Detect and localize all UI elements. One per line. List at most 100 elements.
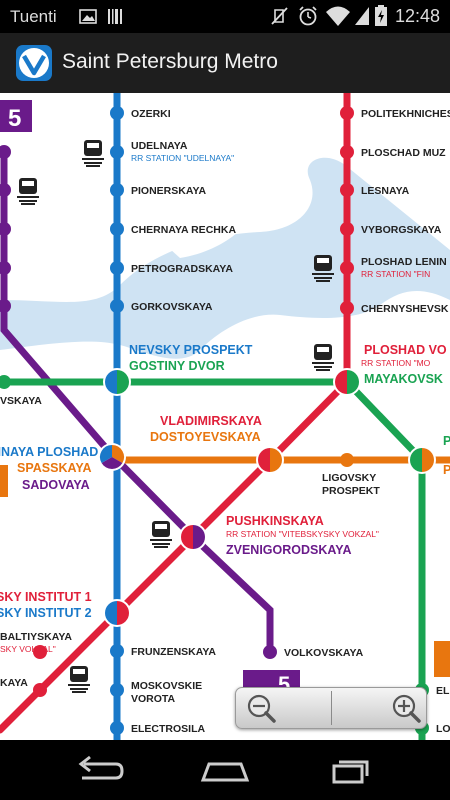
label-volkovskaya: VOLKOVSKAYA xyxy=(284,647,364,659)
zoom-out-icon xyxy=(247,694,276,723)
label-lesnaya: LESNAYA xyxy=(361,185,410,197)
label-rr-vitebsky: RR STATION "VITEBSKYSKY VOKZAL" xyxy=(226,529,379,539)
train-icon xyxy=(312,255,334,282)
station-ozerki xyxy=(110,106,124,120)
label-lomonosovskaya: LO xyxy=(436,723,450,735)
line-5-badge-top: 5 xyxy=(0,100,32,132)
station-moskovskie-vorota xyxy=(110,683,124,697)
label-rr-udelnaya: RR STATION "UDELNAYA" xyxy=(131,153,234,163)
app-bar: Saint Petersburg Metro xyxy=(0,33,450,93)
zoom-divider xyxy=(331,691,332,725)
battery-icon xyxy=(375,5,387,26)
train-icon xyxy=(82,140,104,167)
transfer-sennaya-spasskaya-sadovaya[interactable] xyxy=(98,443,126,471)
label-tekhnologichesky-1: SKY INSTITUT 1 xyxy=(0,590,92,604)
station-lesnaya xyxy=(340,183,354,197)
label-vyborgskaya: VYBORGSKAYA xyxy=(361,224,442,236)
label-frunzenskaya: FRUNZENSKAYA xyxy=(131,646,216,658)
label-ligovsky: LIGOVSKY xyxy=(322,472,376,484)
label-pushkinskaya: PUSHKINSKAYA xyxy=(226,514,324,528)
label-tekhnologichesky-2: SKY INSTITUT 2 xyxy=(0,606,92,620)
station-ligovsky-prospekt[interactable] xyxy=(340,453,354,467)
image-notification-icon xyxy=(79,9,97,24)
station-frunzenskaya xyxy=(110,644,124,658)
transfer-vladimirskaya-dostoyevskaya[interactable] xyxy=(256,446,284,474)
label-vladimirskaya: VLADIMIRSKAYA xyxy=(160,414,262,428)
station-vasileostrovskaya[interactable] xyxy=(0,375,11,389)
back-icon[interactable] xyxy=(70,750,130,790)
label-pionerskaya: PIONERSKAYA xyxy=(131,185,207,197)
recent-apps-icon[interactable] xyxy=(320,750,380,790)
zoom-out-button[interactable] xyxy=(236,688,330,728)
train-icon xyxy=(17,178,39,205)
metro-map-canvas[interactable]: 5 5 xyxy=(0,93,450,740)
transfer-pushkinskaya-zvenigorodskaya[interactable] xyxy=(179,523,207,551)
line-3-green xyxy=(0,378,426,740)
label-mayakovskaya: MAYAKOVSK xyxy=(364,372,443,386)
transfer-ploshad-vosstaniya-mayakovskaya[interactable] xyxy=(333,368,361,396)
label-prospekt: PROSPEKT xyxy=(322,485,380,497)
label-rr-finlyandsky: RR STATION "FIN xyxy=(361,269,430,279)
station-petrogradskaya xyxy=(110,261,124,275)
station-politekhnicheskaya xyxy=(340,106,354,120)
metro-logo-icon[interactable] xyxy=(16,45,52,81)
line-1-red xyxy=(0,93,351,734)
app-title: Saint Petersburg Metro xyxy=(62,50,278,73)
train-icon xyxy=(312,344,334,371)
label-rr-baltiysky: SKY VOKZAL" xyxy=(0,644,56,654)
label-spasskaya: SPASSKAYA xyxy=(17,461,92,475)
line-4-badge xyxy=(0,465,8,497)
label-petrogradskaya: PETROGRADSKAYA xyxy=(131,263,233,275)
label-ploshad-alexandra-1: P xyxy=(443,434,450,448)
blue-stations[interactable] xyxy=(110,106,124,735)
station-chernaya-rechka xyxy=(110,222,124,236)
home-icon[interactable] xyxy=(195,750,255,790)
label-narvskaya: KAYA xyxy=(0,677,28,689)
svg-text:5: 5 xyxy=(8,105,21,132)
label-ploshad-vosstaniya: PLOSHAD VO xyxy=(364,343,447,357)
transfer-tekhnologichesky-institut[interactable] xyxy=(103,599,131,627)
label-zvenigorodskaya: ZVENIGORODSKAYA xyxy=(226,543,352,557)
label-vorota: VOROTA xyxy=(131,693,176,705)
label-baltiyskaya: BALTIYSKAYA xyxy=(0,631,72,643)
station-gorkovskaya xyxy=(110,299,124,313)
station-narvskaya xyxy=(33,683,47,697)
label-gostiny-dvor: GOSTINY DVOR xyxy=(129,359,225,373)
red-stations[interactable] xyxy=(33,106,354,697)
label-rr-moskovsky: RR STATION "MO xyxy=(361,358,431,368)
transfer-ploshad-alexandra-nevskogo[interactable] xyxy=(408,446,436,474)
line-4-badge-right xyxy=(434,641,450,677)
station-chernyshevskaya xyxy=(340,301,354,315)
metro-map[interactable]: 5 5 xyxy=(0,93,450,740)
purple-stations[interactable] xyxy=(0,145,277,659)
label-sennaya-ploshad: NNAYA PLOSHAD xyxy=(0,445,98,459)
station-udelnaya xyxy=(110,145,124,159)
label-nevsky-prospekt: NEVSKY PROSPEKT xyxy=(129,343,253,357)
zoom-in-button[interactable] xyxy=(332,688,426,728)
train-icon xyxy=(68,666,90,693)
station-volkovskaya xyxy=(263,645,277,659)
label-ploshad-alexandra-2: P xyxy=(443,463,450,477)
navigation-bar xyxy=(0,740,450,800)
status-bar: Tuenti 12:48 xyxy=(0,0,450,33)
station-pionerskaya xyxy=(110,183,124,197)
label-ozerki: OZERKI xyxy=(131,108,171,120)
transfer-nevsky-gostiny[interactable] xyxy=(103,368,131,396)
station-ploshad-lenina xyxy=(340,261,354,275)
station-ploschad-muzhestva xyxy=(340,145,354,159)
label-politekhnicheskaya: POLITEKHNICHES xyxy=(361,108,450,120)
label-gorkovskaya: GORKOVSKAYA xyxy=(131,301,213,313)
label-dostoyevskaya: DOSTOYEVSKAYA xyxy=(150,430,261,444)
label-ploshad-lenina: PLOSHAD LENIN xyxy=(361,256,447,268)
station-vyborgskaya xyxy=(340,222,354,236)
wifi-icon xyxy=(326,6,350,26)
alarm-icon xyxy=(299,6,317,26)
signal-icon xyxy=(355,7,369,25)
label-electrosila: ELECTROSILA xyxy=(131,723,206,735)
label-chernyshevskaya: CHERNYSHEVSK xyxy=(361,303,449,315)
mute-icon xyxy=(271,7,288,25)
carrier-name: Tuenti xyxy=(10,7,57,26)
station-baltiyskaya xyxy=(33,645,47,659)
label-elizarovskaya: EL xyxy=(436,685,450,697)
label-vasileostrovskaya: VSKAYA xyxy=(0,395,42,407)
